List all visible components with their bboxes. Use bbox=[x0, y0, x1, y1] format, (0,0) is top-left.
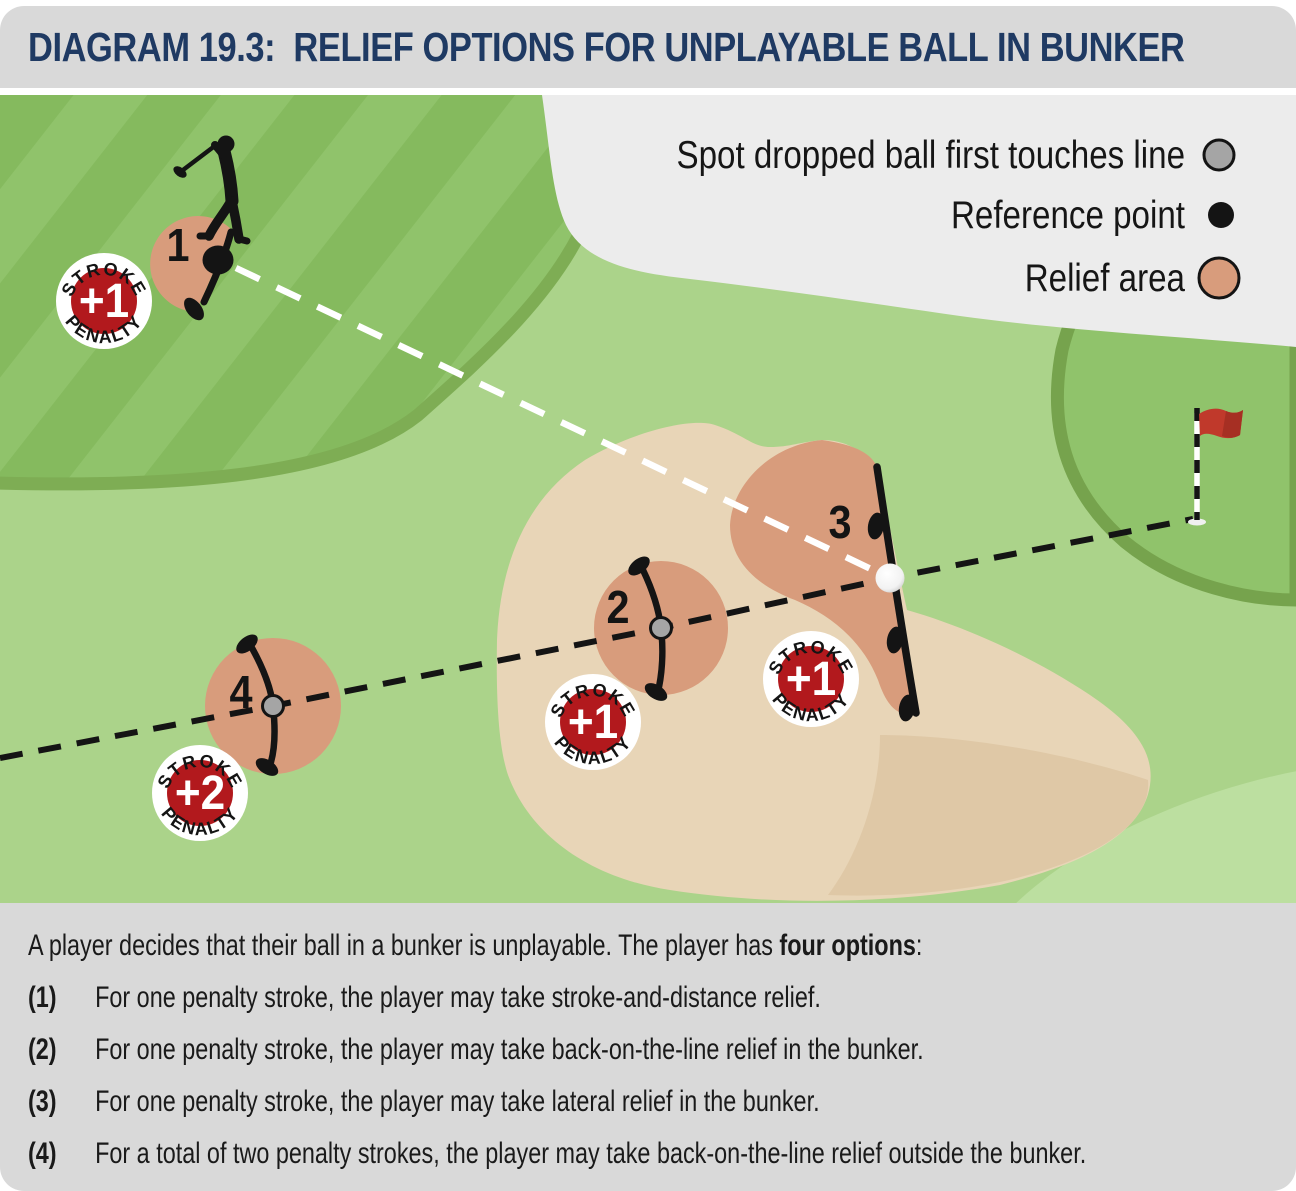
bunker-shading bbox=[828, 735, 1149, 896]
area-label-1: 1 bbox=[166, 220, 189, 272]
svg-text:+1: +1 bbox=[568, 694, 618, 748]
drop-spot-2 bbox=[649, 616, 673, 640]
penalty-badge-1: STROKE +1 PENALTY bbox=[56, 253, 152, 349]
option-2-line: (2)For one penalty stroke, the player ma… bbox=[28, 1033, 924, 1066]
drop-spot-4 bbox=[261, 694, 285, 718]
area-label-4: 4 bbox=[229, 667, 253, 719]
description-panel: A player decides that their ball in a bu… bbox=[0, 903, 1296, 1191]
title-bar: DIAGRAM 19.3: RELIEF OPTIONS FOR UNPLAYA… bbox=[0, 6, 1296, 88]
relief-area-1 bbox=[150, 216, 232, 312]
legend-label-relief: Relief area bbox=[1025, 255, 1186, 299]
stroke-and-distance-dashed-line bbox=[234, 265, 892, 581]
reference-point-swatch-icon bbox=[1208, 202, 1234, 228]
golf-ball bbox=[875, 563, 905, 593]
relief-area-3 bbox=[730, 440, 916, 715]
golfer-icon bbox=[173, 135, 251, 245]
legend: Spot dropped ball first touches line Ref… bbox=[676, 132, 1241, 300]
penalty-badge-4: STROKE +2 PENALTY bbox=[152, 745, 248, 841]
intro-line: A player decides that their ball in a bu… bbox=[28, 929, 923, 962]
page-title: DIAGRAM 19.3: RELIEF OPTIONS FOR UNPLAYA… bbox=[28, 23, 1185, 70]
course-illustration: 1 2 3 4 STROKE +1 PENALTY STROKE +1 PENA… bbox=[0, 95, 1296, 903]
option-1-line: (1)For one penalty stroke, the player ma… bbox=[28, 981, 821, 1014]
reference-point-1 bbox=[202, 245, 234, 275]
relief-area-swatch-icon bbox=[1197, 256, 1241, 300]
penalty-badge-2: STROKE +1 PENALTY bbox=[545, 674, 641, 770]
legend-label-reference: Reference point bbox=[951, 192, 1185, 236]
legend-label-spot: Spot dropped ball first touches line bbox=[676, 132, 1185, 176]
rough-light-band bbox=[962, 760, 1296, 903]
area-label-2: 2 bbox=[606, 582, 629, 634]
flagstick bbox=[1188, 408, 1243, 526]
svg-text:+2: +2 bbox=[175, 765, 225, 819]
area-label-3: 3 bbox=[828, 497, 851, 549]
penalty-badge-3: STROKE +1 PENALTY bbox=[763, 631, 859, 727]
svg-text:+1: +1 bbox=[786, 651, 836, 705]
legend-panel bbox=[542, 95, 1296, 347]
svg-text:+1: +1 bbox=[79, 273, 129, 327]
spot-dropped-ball-swatch-icon bbox=[1202, 138, 1236, 172]
option-4-line: (4)For a total of two penalty strokes, t… bbox=[28, 1137, 1087, 1170]
option-3-line: (3)For one penalty stroke, the player ma… bbox=[28, 1085, 820, 1118]
